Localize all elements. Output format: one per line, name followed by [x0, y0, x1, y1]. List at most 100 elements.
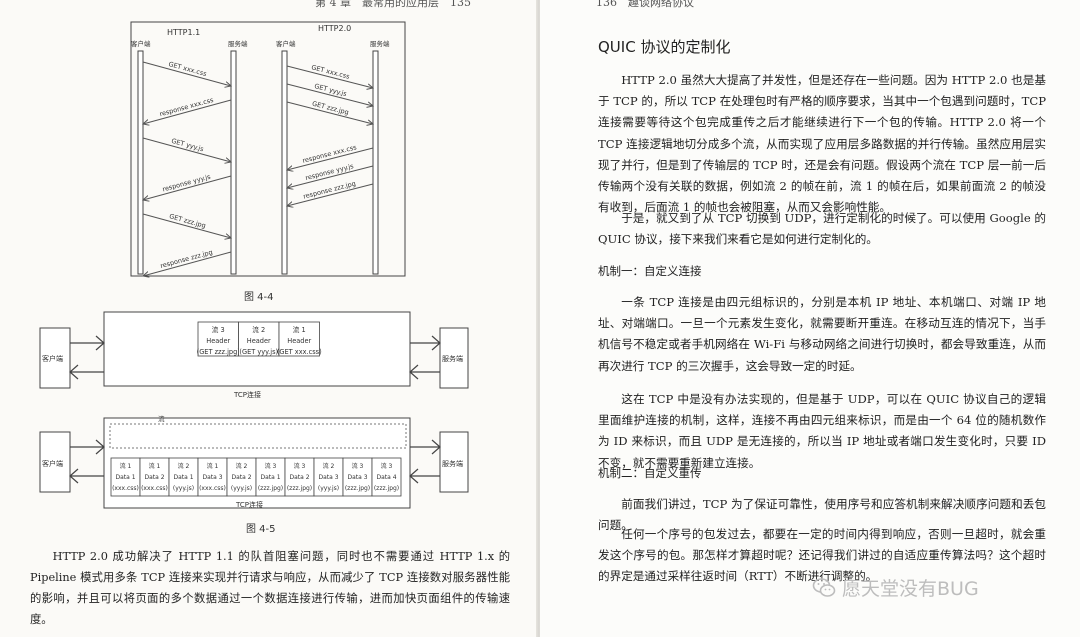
http2-arrow — [287, 183, 374, 206]
mechanism-1-heading: 机制一：自定义连接 — [598, 264, 702, 278]
frame-text: 流 1 — [293, 325, 306, 334]
figure-4-5: 客户端 服务端 流 3 Header (GET zzz.jpg) 流 2 Header (… — [39, 311, 469, 509]
frame-box — [238, 321, 280, 357]
frame-text: Header — [247, 337, 271, 345]
frame-box — [139, 457, 170, 497]
figure-4-5-caption: 图 4-5 — [246, 524, 276, 535]
pipe-arrow-left-bottom — [69, 439, 105, 484]
pipe-arrow-right-top — [409, 335, 441, 380]
paragraph-6: 任何一个序号的包发过去，都要在一定的时间内得到响应，否则一旦超时，就会重发这个序… — [598, 527, 1046, 584]
http2-arrow — [286, 101, 373, 124]
frame-text: 流 3 — [265, 462, 277, 470]
running-head-left: 第 4 章 最常用的应用层 135 — [315, 0, 471, 9]
frame-text: Header — [206, 337, 230, 345]
frame-text: Data 2 — [144, 474, 164, 481]
watermark: 愿天堂没有BUG — [812, 574, 979, 601]
frame-text: Data 4 — [376, 474, 396, 481]
frame-text: Data 3 — [347, 474, 367, 481]
tcp-label-top: TCP连接 — [233, 390, 261, 399]
http2-arrow — [286, 65, 373, 88]
figure-4-4: HTTP1.1 HTTP2.0 客户端 服务端 客户端 服务端 GET xxx.… — [130, 21, 406, 285]
frame-box — [168, 457, 199, 497]
http11-message-label: GET zzz.jpg — [168, 212, 206, 230]
frame-text: 流 3 — [352, 462, 364, 470]
frame-box — [313, 457, 344, 497]
frame-text: 流 3 — [294, 462, 306, 470]
frame-text: Data 2 — [289, 474, 309, 481]
frame-box — [278, 321, 320, 357]
frame-text: (zzz.jpg) — [374, 485, 399, 492]
frame-box — [110, 457, 141, 497]
lifeline-server-2 — [372, 50, 379, 275]
frame-text: (GET yyy.js) — [239, 348, 278, 356]
tcp-label-bottom: TCP连接 — [235, 500, 263, 509]
frame-text: Data 2 — [231, 474, 251, 481]
pipe-arrow-left-top — [69, 335, 105, 380]
book-gutter — [536, 0, 542, 637]
http2-title: HTTP2.0 — [318, 24, 351, 33]
http11-arrow — [142, 137, 231, 162]
http2-arrow — [286, 83, 373, 106]
client-box-bottom — [39, 431, 71, 493]
mechanism-2-heading: 机制二：自定义重传 — [598, 466, 702, 480]
frame-box — [255, 457, 286, 497]
http2-message-label: response yyy.js — [305, 162, 355, 182]
http11-arrow — [142, 61, 231, 86]
http2-message-label: GET xxx.css — [311, 63, 351, 81]
server-label-1: 服务端 — [228, 39, 248, 48]
wechat-icon — [812, 577, 836, 597]
client-label-1: 客户端 — [131, 39, 151, 48]
running-head-right: 136 趣谈网络协议 — [596, 0, 694, 9]
frame-text: 流 3 — [212, 325, 225, 334]
lifeline-server-1 — [230, 50, 237, 275]
server-label-top: 服务端 — [442, 354, 463, 363]
frame-text: (yyy.js) — [318, 485, 339, 492]
http2-message-label: GET zzz.jpg — [311, 100, 349, 117]
http11-arrow — [142, 213, 231, 238]
http2-arrow — [287, 147, 374, 170]
frame-text: (xxx.css) — [141, 485, 168, 492]
frame-text: 流 2 — [236, 462, 248, 470]
frame-text: 流 2 — [252, 325, 265, 334]
frame-text: 流 3 — [381, 462, 393, 470]
frame-box — [342, 457, 373, 497]
frame-text: (yyy.js) — [173, 485, 194, 492]
http11-arrow — [143, 99, 232, 124]
frame-text: (GET xxx.css) — [277, 348, 322, 356]
client-label-top: 客户端 — [42, 354, 63, 363]
frame-text: Data 3 — [318, 474, 338, 481]
http2-message-label: GET yyy.js — [313, 82, 348, 98]
frame-text: (GET zzz.jpg) — [197, 348, 240, 356]
server-box-top — [439, 327, 469, 389]
client-label-bottom: 客户端 — [42, 459, 63, 468]
paragraph-2: 于是，就又到了从 TCP 切换到 UDP，进行定制化的时候了。可以使用 Goog… — [598, 211, 1046, 247]
left-body-paragraph: HTTP 2.0 成功解决了 HTTP 1.1 的队首阻塞问题，同时也不需要通过… — [30, 550, 510, 626]
frame-text: Data 1 — [173, 474, 193, 481]
http11-message-label: GET yyy.js — [171, 137, 206, 154]
paragraph-5: 前面我们讲过，TCP 为了保证可靠性，使用序号和应答机制来解决顺序问题和丢包问题… — [598, 497, 1046, 533]
frame-text: (zzz.jpg) — [287, 485, 312, 492]
http11-arrow — [143, 251, 232, 276]
frame-text: (zzz.jpg) — [258, 485, 283, 492]
lifeline-client-1 — [137, 50, 144, 275]
frame-text: (yyy.js) — [231, 485, 252, 492]
frame-text: Data 1 — [115, 474, 135, 481]
http11-title: HTTP1.1 — [167, 28, 200, 37]
client-box-top — [39, 327, 71, 389]
paragraph-1: HTTP 2.0 虽然大大提高了并发性，但是还存在一些问题。因为 HTTP 2.… — [598, 73, 1046, 215]
frame-text: Header — [287, 337, 311, 345]
figure-4-4-caption: 图 4-4 — [244, 292, 274, 303]
frame-text: 流 1 — [207, 462, 219, 470]
frame-text: (zzz.jpg) — [345, 485, 370, 492]
stream-label: 流 — [158, 414, 165, 423]
client-label-2: 客户端 — [276, 39, 296, 48]
frame-text: 流 2 — [178, 462, 190, 470]
frame-box — [371, 457, 402, 497]
server-box-bottom — [439, 431, 469, 493]
watermark-text: 愿天堂没有BUG — [842, 578, 979, 600]
right-page: 136 趣谈网络协议 — [540, 0, 1080, 637]
stream-lane — [109, 423, 407, 449]
frame-text: Data 1 — [260, 474, 280, 481]
pipe-arrow-right-bottom — [409, 439, 441, 484]
http11-arrow — [143, 175, 232, 200]
